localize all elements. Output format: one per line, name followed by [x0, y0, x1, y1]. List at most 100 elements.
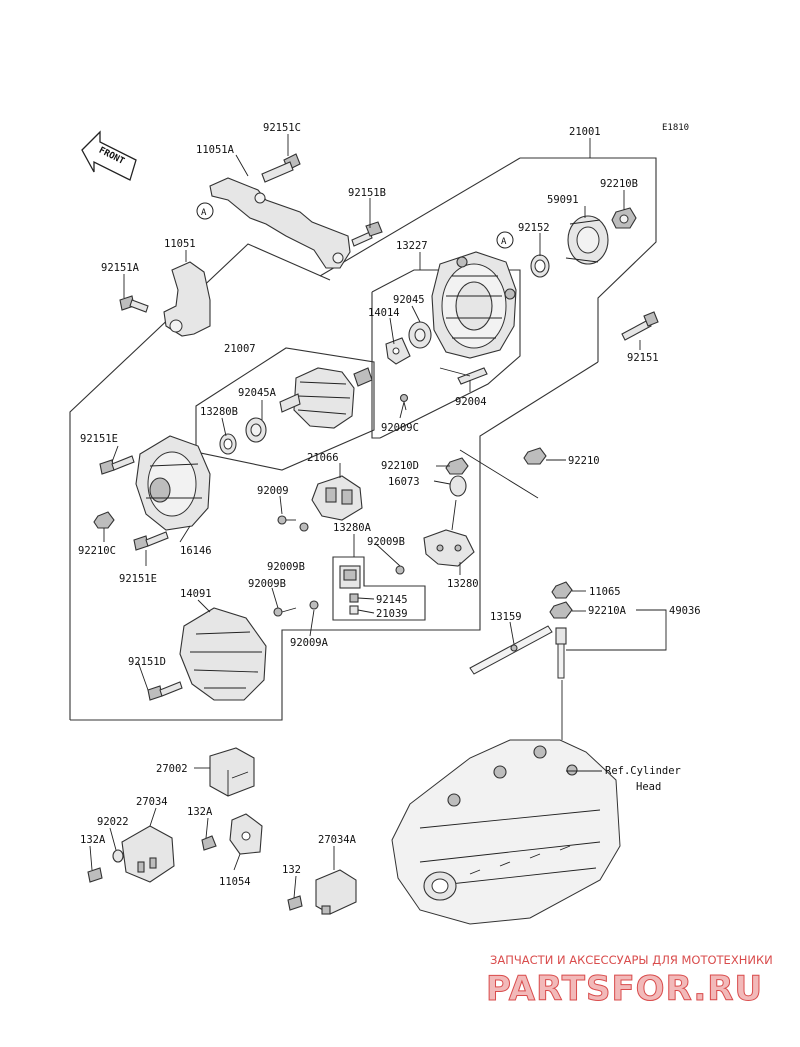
cylinder-head-reference-part [391, 739, 621, 925]
part-label: 92009C [381, 422, 419, 434]
cover-14091-part [179, 607, 267, 701]
part-label: 92151 [627, 352, 659, 364]
part-label: 21001 [569, 126, 601, 138]
watermark-tagline: ЗАПЧАСТИ И АКСЕССУАРЫ ДЛЯ МОТОТЕХНИКИ [490, 953, 773, 967]
lead-13159-part [469, 625, 553, 675]
part-label: 92210B [600, 178, 638, 190]
screw-92009b-upper-part [299, 522, 309, 532]
bracket-11054-part [229, 813, 263, 855]
screw-92009b-mid-part [395, 565, 405, 575]
regulator-13280a-part [339, 565, 361, 589]
spring-92145-part [349, 593, 359, 603]
svg-text:A: A [201, 208, 207, 218]
relay-27002-part [209, 747, 255, 797]
part-label: 14091 [180, 588, 212, 600]
part-label: 92151C [263, 122, 301, 134]
part-label: 92145 [376, 594, 408, 606]
rectifier-13280-part [423, 499, 475, 567]
stator-box-outline [371, 269, 521, 439]
nut-11065-part [551, 581, 573, 599]
rear-housing-16146-part [135, 435, 211, 531]
ring-13280b-part [219, 433, 237, 455]
brush-holder-21066-part [311, 475, 363, 521]
alternator-assembly-outline [69, 243, 331, 720]
part-label: 92009 [257, 485, 289, 497]
diagram-code: E1810 [662, 123, 689, 133]
adjusting-bracket-part [209, 177, 351, 269]
bolt-92151d-part [147, 681, 183, 701]
nut-92210a-part [549, 601, 573, 619]
part-label: 92009B [267, 561, 305, 573]
bolt-132-part [287, 895, 303, 911]
nut-92210c-part [93, 511, 115, 529]
ring-92152-part [530, 254, 550, 278]
screw-92009b-lower-part [273, 607, 297, 617]
part-label: 21066 [307, 452, 339, 464]
bolt-132a-left-part [87, 867, 103, 883]
part-label: 11051A [196, 144, 235, 156]
bearing-92045a-part [245, 417, 267, 443]
front-arrow-icon: FRONT [81, 130, 137, 181]
part-label: 92022 [97, 816, 129, 828]
part-label: 92009A [290, 637, 329, 649]
part-label: 92151E [119, 573, 157, 585]
callout-a-left: A [196, 202, 214, 220]
part-label: 92151E [80, 433, 118, 445]
regulator-27034-part [121, 825, 175, 883]
bearing-59091-part [565, 215, 609, 265]
relay-27034a-part [315, 869, 357, 915]
part-label: 13280 [447, 578, 479, 590]
part-label: 132 [282, 864, 301, 876]
nut-92210b-part [611, 207, 637, 229]
part-label: 14014 [368, 307, 400, 319]
part-label: 16073 [388, 476, 420, 488]
screw-92009a-part [309, 600, 319, 610]
part-label: 59091 [547, 194, 579, 206]
front-housing-13227-part [431, 251, 517, 359]
bolt-92151e-bottom-part [133, 531, 169, 551]
stud-92004-part [457, 367, 488, 385]
part-label: 13280A [333, 522, 372, 534]
bolt-132a-right-part [201, 835, 217, 851]
washer-92022-part [112, 849, 124, 863]
bracket-11051-part [163, 261, 211, 337]
brush-21039-part [349, 605, 359, 615]
part-label: 92210D [381, 460, 419, 472]
nut-92210d-part [445, 457, 469, 475]
part-label: 92009B [248, 578, 286, 590]
part-label: 92151A [101, 262, 140, 274]
part-label: 21007 [224, 343, 256, 355]
part-label: 132A [80, 834, 106, 846]
reference-label: Ref.Cylinder [605, 765, 681, 777]
bolt-92151c-part [261, 153, 301, 183]
glow-plug-49036-part [555, 627, 567, 679]
part-label: 13227 [396, 240, 428, 252]
bearing-92045-part [408, 321, 432, 349]
part-label: 92210 [568, 455, 600, 467]
part-label: 92009B [367, 536, 405, 548]
plate-14014-part [385, 337, 411, 365]
brush-holder-box-outline [332, 556, 426, 621]
part-label: 92151B [348, 187, 386, 199]
part-label: 16146 [180, 545, 212, 557]
part-label: 13280B [200, 406, 238, 418]
part-label: 92004 [455, 396, 487, 408]
bolt-92151-part [621, 311, 659, 341]
part-label: 27002 [156, 763, 188, 775]
screw-92009-part [277, 515, 296, 525]
part-label: 13159 [490, 611, 522, 623]
part-label: 11065 [589, 586, 621, 598]
part-label: 92210C [78, 545, 116, 557]
part-label: 11051 [164, 238, 196, 250]
nut-92210-part [523, 447, 547, 465]
part-label: 11054 [219, 876, 251, 888]
screw-92009c-part [399, 393, 409, 411]
svg-text:A: A [501, 237, 507, 247]
part-label: 49036 [669, 605, 701, 617]
callout-a-right: A [496, 231, 514, 249]
rotor-21007-part [279, 367, 373, 429]
bolt-92151a-part [119, 295, 149, 313]
part-label: 27034A [318, 834, 357, 846]
part-label: 132A [187, 806, 213, 818]
